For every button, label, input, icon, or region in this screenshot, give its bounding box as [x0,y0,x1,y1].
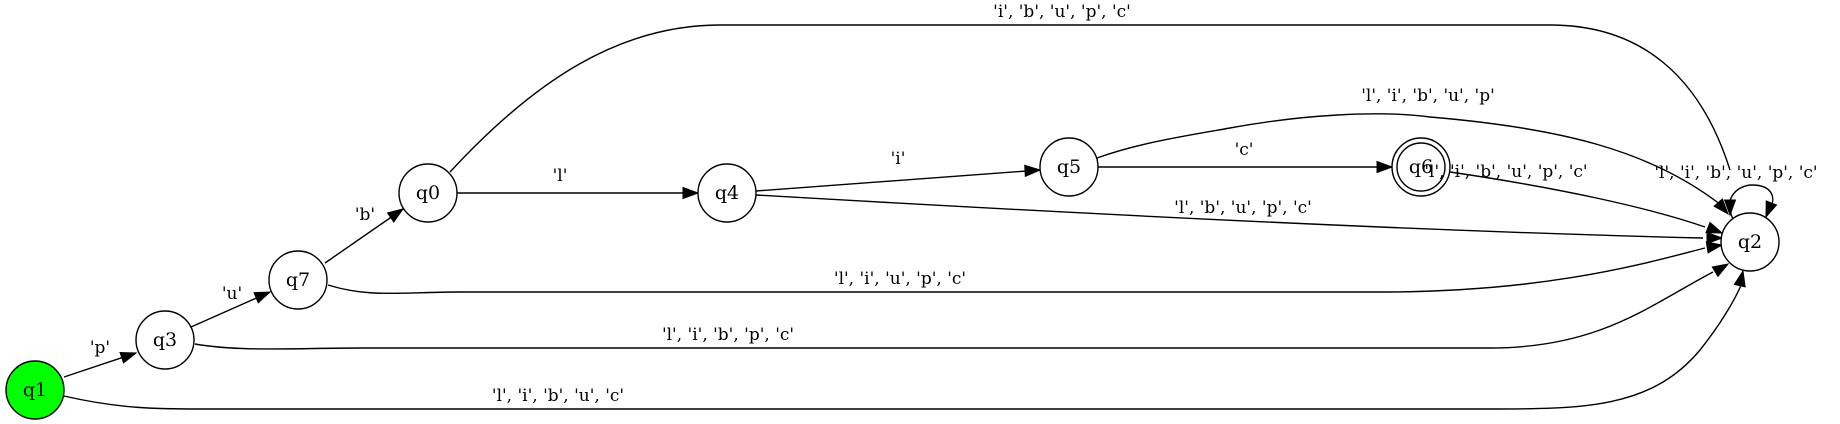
state-q1: q1 [5,360,65,420]
transition-label-q0-q4: 'l' [553,166,568,186]
state-circle-q2 [1720,212,1780,272]
arrow-head-q6-q2 [1705,221,1724,234]
state-circle-q5 [1039,137,1099,197]
transition-label-q4-q2: 'l', 'b', 'u', 'p', 'c' [1174,198,1312,218]
arrow-head-q7-q0 [386,208,405,223]
arrow-head-q1-q3 [119,352,138,364]
arrow-head-q3-q2 [1711,263,1730,278]
transition-label-q7-q0: 'b' [355,205,375,225]
state-label-q4: q4 [715,182,739,204]
state-label-q0: q0 [416,182,440,204]
transition-label-q1-q3: 'p' [90,338,110,358]
arrow-head-q3-q7 [253,291,272,304]
state-circle-q7 [268,250,328,310]
arrow-head-q5-q6 [1376,160,1394,174]
state-circle-q3 [135,310,195,370]
state-label-q6: q6 [1409,156,1433,178]
transition-label-q0-q2: 'i', 'b', 'u', 'p', 'c' [993,2,1131,22]
states-layer: q0 q1 q2 q3 q4 q5 q6 q7 [5,137,1780,420]
transition-label-q7-q2: 'l', 'i', 'u', 'p', 'c' [834,269,966,289]
state-q5: q5 [1039,137,1099,197]
transition-label-q3-q7: 'u' [222,284,242,304]
arrow-head-q7-q2 [1705,241,1724,254]
transition-q1-q2 [63,282,1743,410]
transition-q2-q2 [1728,184,1774,220]
transition-q4-q5 [755,169,1041,192]
transition-label-q6-q2: 'l', 'i', 'b', 'u', 'p', 'c' [1424,162,1587,182]
transition-q0-q2 [449,24,1731,173]
state-q6: q6 [1391,137,1451,197]
transition-q5-q2 [1096,113,1722,206]
transition-label-q5-q2: 'l', 'i', 'b', 'u', 'p' [1361,86,1495,106]
arrow-head-q4-q5 [1024,164,1042,178]
state-label-q3: q3 [153,329,177,351]
transition-q6-q2 [1449,171,1706,228]
transition-label-q2-q2: 'l', 'i', 'b', 'u', 'p', 'c' [1654,163,1817,183]
arrow-head-q2-q2 [1765,200,1778,219]
arrow-head-q5-q2 [1713,198,1729,216]
accepting-ring-q6 [1396,142,1446,192]
state-q2: q2 [1720,212,1780,272]
transition-labels-layer: 'p' 'u' 'b' 'l' 'i' 'c' 'i', 'b', 'u', 'p', 'c… [90,2,1818,406]
state-q0: q0 [398,163,458,223]
arrow-head-q0-q4 [682,186,700,200]
transition-label-q3-q2: 'l', 'i', 'b', 'p', 'c' [662,325,794,345]
transition-q4-q2 [755,194,1704,239]
transition-label-q4-q5: 'i' [891,149,906,169]
transition-q7-q0 [324,208,404,264]
arrow-head-q4-q2 [1706,231,1724,245]
transitions-layer [63,24,1778,410]
state-label-q5: q5 [1057,156,1081,178]
state-label-q1: q1 [23,379,47,401]
state-circle-q1 [5,360,65,420]
state-circle-q4 [697,163,757,223]
transition-q3-q2 [194,271,1714,350]
arrow-head-q1-q2 [1733,269,1746,288]
state-circle-q6 [1391,137,1451,197]
state-q3: q3 [135,310,195,370]
state-label-q7: q7 [286,269,310,291]
state-circle-q0 [398,163,458,223]
state-label-q2: q2 [1738,231,1762,253]
transition-q7-q2 [327,247,1706,295]
transition-label-q5-q6: 'c' [1235,140,1254,160]
transition-label-q1-q2: 'l', 'i', 'b', 'u', 'c' [492,386,624,406]
state-q7: q7 [268,250,328,310]
state-q4: q4 [697,163,757,223]
